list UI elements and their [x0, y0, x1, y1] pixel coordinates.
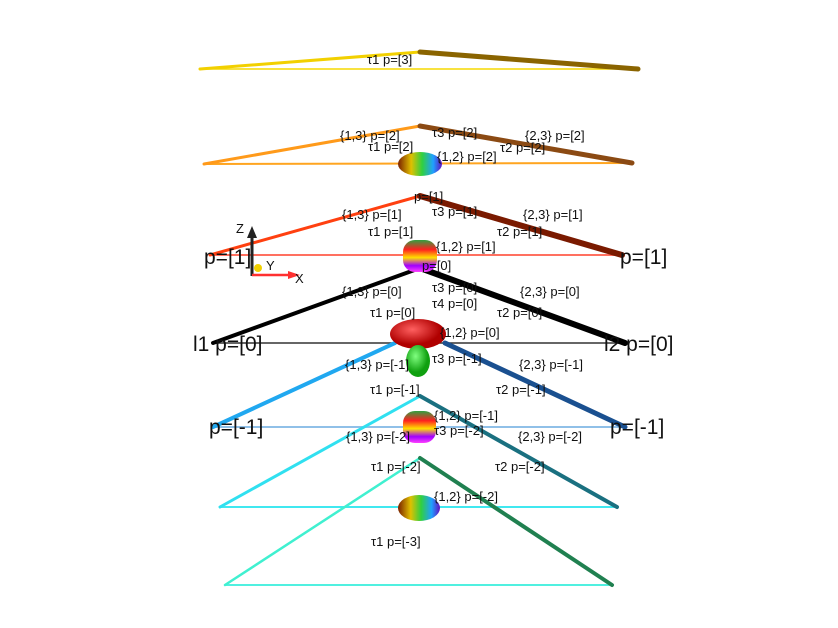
left-edge-p3	[198, 50, 422, 71]
label: τ3 p=[-1]	[432, 351, 482, 366]
left-edge-p-1	[211, 341, 397, 429]
label: τ3 p=[2]	[432, 125, 477, 140]
z-arrowhead-icon	[247, 226, 257, 238]
label: l2 p=[0]	[604, 333, 673, 356]
axis-triad: Z Y X	[236, 221, 304, 286]
z-axis-label: Z	[236, 221, 244, 236]
label: l1 p=[0]	[193, 333, 262, 356]
label: τ3 p=[1]	[432, 204, 477, 219]
label: p=[0]	[422, 258, 451, 273]
left-edge-p2	[202, 124, 422, 166]
label: τ2 p=[-2]	[495, 459, 545, 474]
label: {1,3} p=[-2]	[346, 429, 410, 444]
label: τ2 p=[-1]	[496, 382, 546, 397]
label: {1,2} p=[-2]	[434, 489, 498, 504]
label: τ1 p=[2]	[368, 139, 413, 154]
label: p=[1]	[204, 246, 251, 269]
label: τ1 p=[3]	[367, 52, 412, 67]
labels: τ1 p=[3] {1,3} p=[2] τ3 p=[2] {2,3} p=[2…	[193, 52, 673, 549]
left-edge-p-3	[223, 456, 422, 587]
label: τ1 p=[-1]	[370, 382, 420, 397]
orbital-p0-lobe	[406, 345, 430, 377]
label: {2,3} p=[2]	[525, 128, 585, 143]
orbital-p1	[403, 240, 437, 272]
y-axis-label: Y	[266, 258, 275, 273]
label: {1,3} p=[1]	[342, 207, 402, 222]
label: p=[-1]	[209, 416, 263, 439]
label: τ1 p=[1]	[368, 224, 413, 239]
label: {1,2} p=[1]	[436, 239, 496, 254]
label: {2,3} p=[1]	[523, 207, 583, 222]
orbital-p-2	[398, 495, 440, 521]
label: τ1 p=[-3]	[371, 534, 421, 549]
label: {2,3} p=[0]	[520, 284, 580, 299]
label: {1,3} p=[0]	[342, 284, 402, 299]
right-edge-p3	[417, 49, 641, 72]
x-axis-label: X	[295, 271, 304, 286]
label: τ4 p=[0]	[432, 296, 477, 311]
label: τ3 p=[-2]	[434, 423, 484, 438]
label: {1,2} p=[-1]	[434, 408, 498, 423]
label: p=[1]	[620, 246, 667, 269]
label: {1,3} p=[-1]	[345, 357, 409, 372]
label: {1,2} p=[0]	[440, 325, 500, 340]
orbital-p2	[398, 152, 442, 176]
right-edge-p0	[417, 265, 628, 346]
left-edge-p0	[211, 266, 422, 345]
left-edge-p-2	[218, 394, 422, 509]
right-edge-p1	[417, 193, 625, 258]
label: {2,3} p=[-1]	[519, 357, 583, 372]
right-edge-p2	[417, 123, 635, 166]
x-arrowhead-icon	[288, 271, 300, 279]
label: τ2 p=[1]	[497, 224, 542, 239]
right-edge-p-3	[418, 456, 614, 587]
orbital-p-1	[403, 411, 436, 443]
label: τ2 p=[0]	[497, 305, 542, 320]
label: τ1 p=[-2]	[371, 459, 421, 474]
right-edge-p-2	[418, 394, 619, 509]
label: τ3 p=[0]	[432, 280, 477, 295]
label: {2,3} p=[-2]	[518, 429, 582, 444]
label: p=[-1]	[610, 416, 664, 439]
label: τ2 p=[2]	[500, 140, 545, 155]
left-edge-p1	[208, 194, 422, 257]
label: {1,3} p=[2]	[340, 128, 400, 143]
y-axis-dot	[254, 264, 262, 272]
label: {1,2} p=[2]	[437, 149, 497, 164]
label: τ1 p=[0]	[370, 305, 415, 320]
label: p=[1]	[414, 189, 443, 204]
orbital-p0-torus	[390, 319, 446, 349]
right-edge-p-1	[442, 340, 628, 430]
